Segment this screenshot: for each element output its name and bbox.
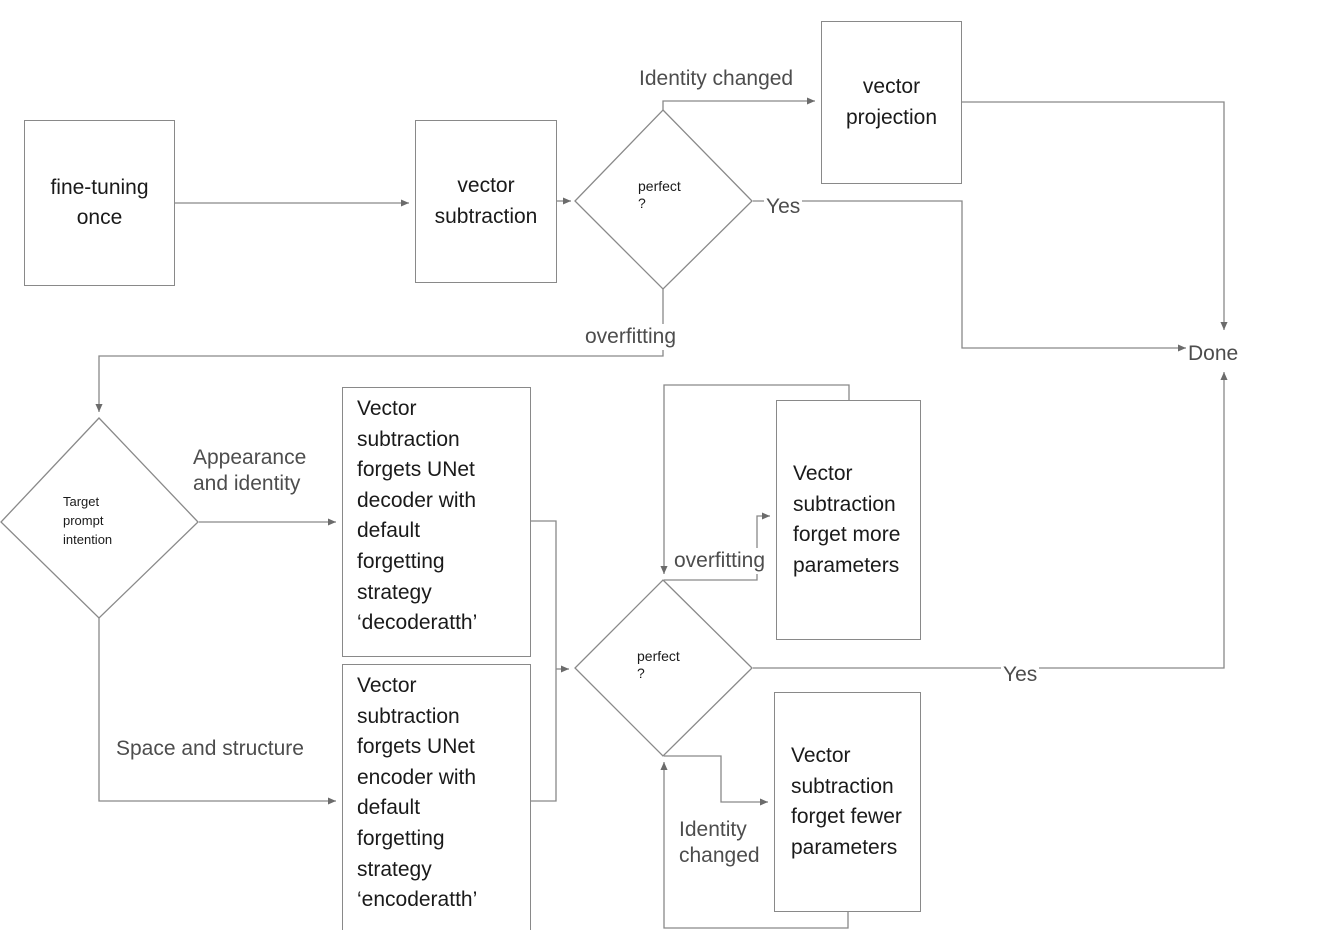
edge-projection-to-done (962, 101, 1228, 330)
node-fine-tuning-once[interactable]: fine-tuning once (24, 120, 175, 286)
node-forget-fewer-parameters[interactable]: Vector subtraction forget fewer paramete… (774, 692, 921, 912)
edge-identity-changed-to-forget-fewer (664, 755, 768, 806)
edge-label-identity-changed-bottom: Identity changed (677, 817, 762, 869)
edge-label-overfitting-bottom: overfitting (672, 548, 768, 574)
edge-label-appearance-and-identity: Appearance and identity (191, 445, 309, 497)
edge-decoder-to-merge (531, 520, 557, 669)
edge-label-yes-top: Yes (764, 194, 803, 220)
edge-yes-top-to-done (753, 200, 1186, 352)
node-target-prompt-intention-label: Target prompt intention (63, 494, 113, 547)
node-vector-subtraction[interactable]: vector subtraction (415, 120, 557, 283)
node-forget-more-parameters[interactable]: Vector subtraction forget more parameter… (776, 400, 921, 640)
edge-label-identity-changed-top: Identity changed (637, 66, 796, 92)
edge-label-yes-bottom: Yes (1001, 662, 1040, 688)
terminal-done: Done (1188, 342, 1239, 365)
edge-space-to-encoder (98, 618, 336, 805)
edge-identity-changed-to-projection (662, 97, 815, 110)
node-perfect-bottom-label: perfect ? (637, 648, 680, 681)
node-decoder-strategy[interactable]: Vector subtraction forgets UNet decoder … (342, 387, 531, 657)
node-vector-projection[interactable]: vector projection (821, 21, 962, 184)
edge-label-overfitting-top: overfitting (583, 324, 679, 350)
node-encoder-strategy[interactable]: Vector subtraction forgets UNet encoder … (342, 664, 531, 930)
edge-encoder-to-merge (531, 669, 557, 802)
edge-label-space-and-structure: Space and structure (114, 736, 306, 762)
node-perfect-top-label: perfect ? (638, 178, 681, 211)
